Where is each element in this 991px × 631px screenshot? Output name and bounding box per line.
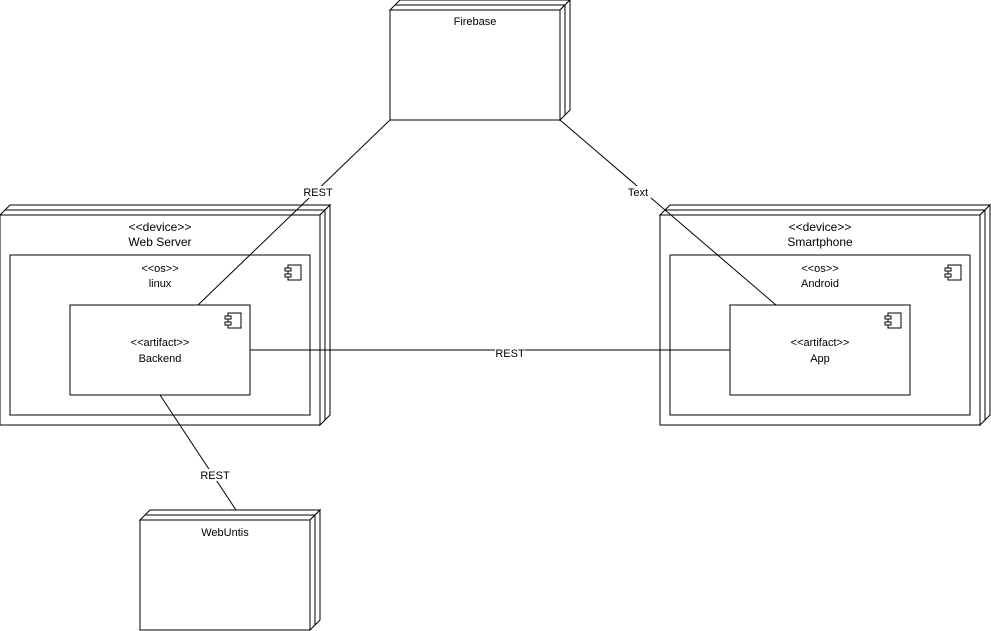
connector-backend-webuntis[interactable]: REST: [159, 394, 237, 511]
backend-title: Backend: [139, 353, 182, 365]
connector-backend-app[interactable]: REST: [250, 347, 730, 360]
connector-firebase-app[interactable]: Text: [559, 119, 777, 306]
smartphone-stereotype: <<device>>: [789, 220, 852, 234]
web-server-title: Web Server: [128, 235, 191, 249]
connector-firebase-backend[interactable]: REST: [197, 119, 391, 306]
app-title: App: [810, 353, 830, 365]
web-server-stereotype: <<device>>: [129, 220, 192, 234]
connector-label: Text: [628, 187, 648, 199]
connector-label: REST: [303, 187, 333, 199]
backend-artifact[interactable]: <<artifact>> Backend: [69, 304, 251, 396]
connector-label: REST: [200, 470, 230, 482]
smartphone-node[interactable]: <<device>> Smartphone <<os>> Android <<a…: [658, 203, 991, 427]
android-stereotype: <<os>>: [801, 263, 838, 275]
app-stereotype: <<artifact>>: [791, 337, 850, 349]
android-title: Android: [801, 278, 839, 290]
app-artifact[interactable]: <<artifact>> App: [729, 304, 911, 396]
webuntis-title: WebUntis: [201, 527, 249, 539]
firebase-title: Firebase: [454, 16, 497, 28]
webuntis-node[interactable]: WebUntis: [138, 508, 322, 631]
smartphone-title: Smartphone: [787, 235, 853, 249]
backend-stereotype: <<artifact>>: [131, 337, 190, 349]
linux-title: linux: [149, 278, 172, 290]
firebase-node[interactable]: Firebase: [388, 0, 571, 122]
web-server-node[interactable]: <<device>> Web Server <<os>> linux <<art…: [0, 203, 332, 427]
linux-stereotype: <<os>>: [141, 263, 178, 275]
connector-label: REST: [495, 348, 525, 360]
